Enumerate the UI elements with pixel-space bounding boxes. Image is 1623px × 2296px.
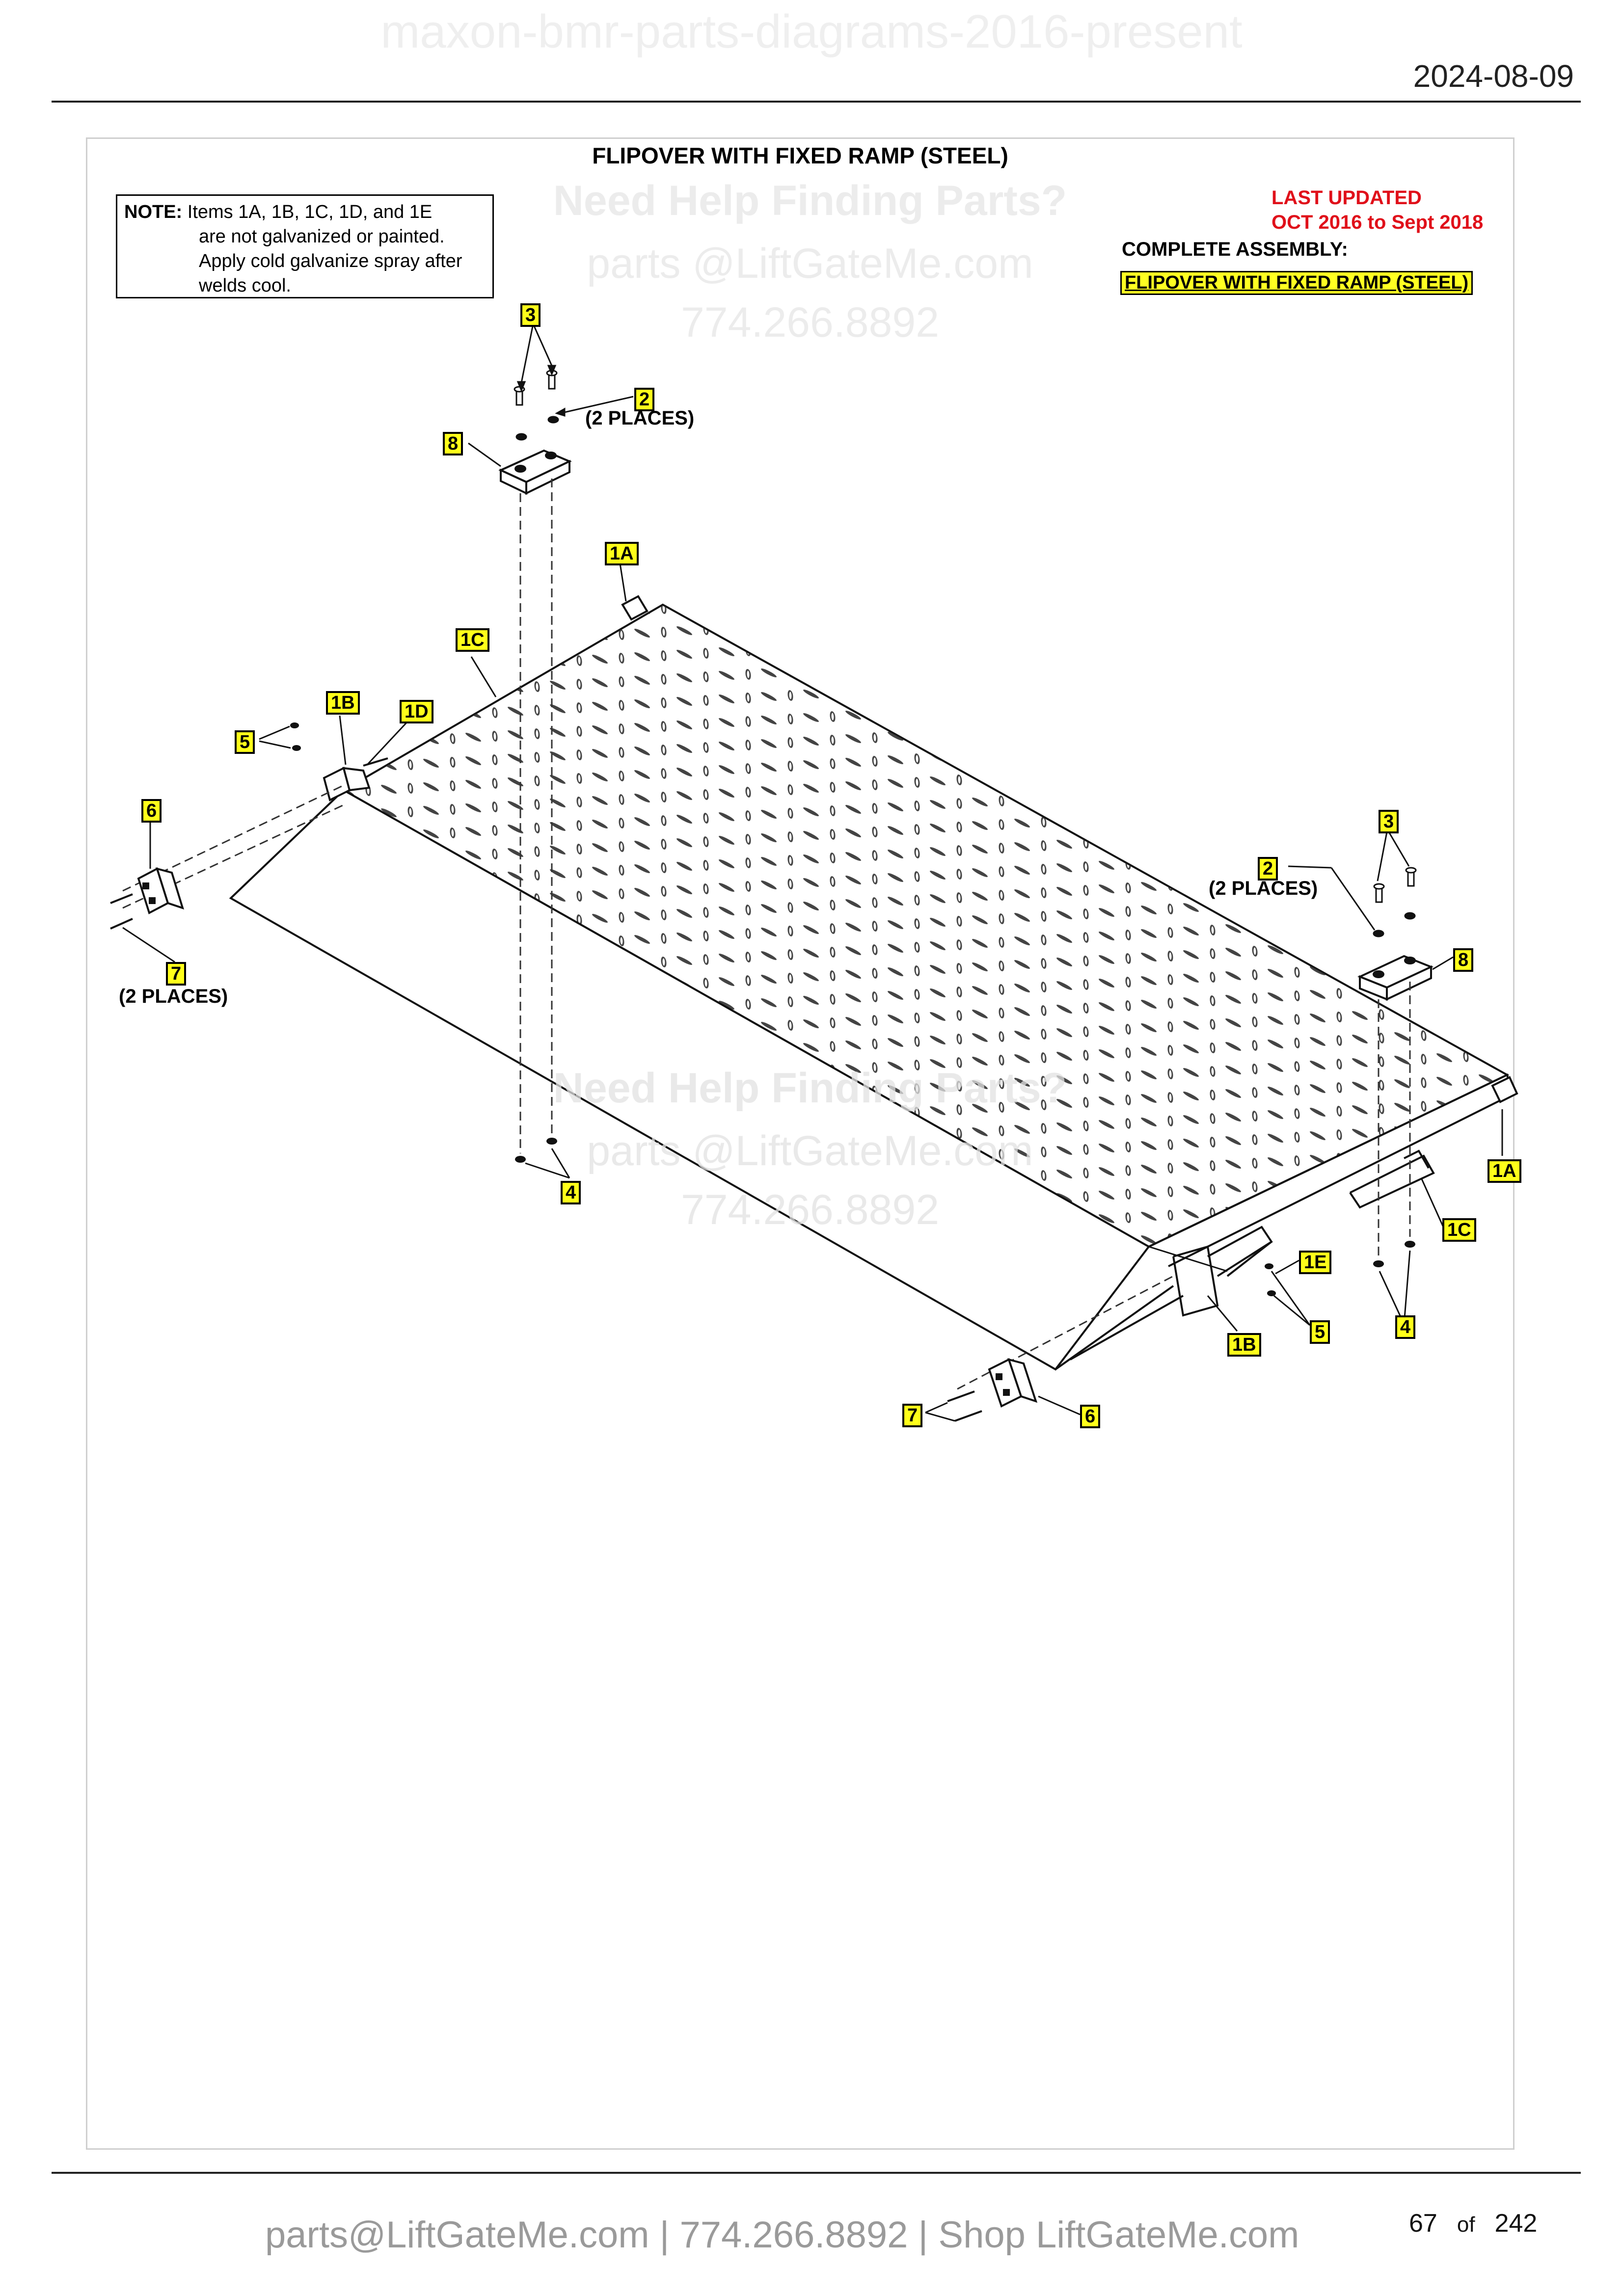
watermark-email-top: parts @LiftGateMe.com (587, 240, 1033, 287)
last-updated: LAST UPDATED OCT 2016 to Sept 2018 (1271, 186, 1483, 235)
nuts (515, 1138, 1415, 1267)
watermark-help-top: Need Help Finding Parts? (553, 177, 1067, 224)
callout-2-right: 2 (1258, 857, 1278, 881)
callout-4-right: 4 (1395, 1315, 1416, 1339)
last-updated-label: LAST UPDATED (1271, 187, 1422, 209)
left-hinge (323, 757, 388, 801)
diagram-title: FLIPOVER WITH FIXED RAMP (STEEL) (592, 143, 1008, 168)
hinge-block-right (988, 1358, 1038, 1408)
callout-2-left: 2 (634, 388, 655, 411)
note-line-4: welds cool. (199, 275, 291, 296)
callout-8-left: 8 (443, 432, 463, 455)
callout-1b-left: 1B (326, 691, 360, 715)
hinge-block-left (137, 867, 185, 914)
diagram-frame (86, 137, 1515, 2150)
watermark-phone-top: 774.266.8892 (680, 299, 940, 346)
watermark-help-mid: Need Help Finding Parts? (553, 1065, 1067, 1112)
watermark-phone-mid: 774.266.8892 (680, 1186, 940, 1233)
callout-5-right: 5 (1310, 1320, 1330, 1344)
footer-divider (52, 2172, 1581, 2174)
callout-3-right: 3 (1379, 810, 1399, 833)
places-7: (2 PLACES) (119, 986, 228, 1007)
callout-7-right: 7 (902, 1404, 923, 1427)
shaft-ends (621, 595, 1518, 1103)
note-label: NOTE: (124, 202, 183, 222)
callout-1c-right: 1C (1442, 1218, 1476, 1242)
note-line-1: NOTE: Items 1A, 1B, 1C, 1D, and 1E (124, 202, 432, 222)
note-text-1: Items 1A, 1B, 1C, 1D, and 1E (187, 202, 433, 222)
footer-contact: parts@LiftGateMe.com | 774.266.8892 | Sh… (265, 2214, 1299, 2256)
bolts-left (514, 370, 559, 441)
callout-1c-left: 1C (456, 628, 489, 652)
bolts-right (1373, 867, 1417, 937)
callout-4-left: 4 (561, 1181, 581, 1204)
page-total: 242 (1494, 2209, 1538, 2238)
last-updated-range: OCT 2016 to Sept 2018 (1271, 212, 1484, 233)
leader-lines (122, 323, 1503, 1422)
callout-6-left: 6 (141, 799, 162, 823)
page-indicator: 67 of 242 (1409, 2209, 1537, 2238)
places-2-left: (2 PLACES) (585, 407, 695, 429)
callout-1b-right: 1B (1227, 1333, 1261, 1357)
header-watermark: maxon-bmr-parts-diagrams-2016-present (380, 5, 1243, 58)
places-2-right: (2 PLACES) (1209, 878, 1318, 899)
note-line-2: are not galvanized or painted. (199, 226, 445, 247)
callout-1a-right: 1A (1488, 1159, 1521, 1183)
callout-8-right: 8 (1453, 948, 1474, 972)
top-plate-left (498, 449, 572, 495)
callout-1d: 1D (400, 700, 433, 723)
top-plate-right (1357, 955, 1434, 1001)
callout-1e: 1E (1299, 1251, 1332, 1274)
pins-left (110, 893, 133, 930)
watermark-email-mid: parts @LiftGateMe.com (587, 1127, 1033, 1175)
pins-right (947, 1390, 982, 1422)
callout-7-left: 7 (166, 962, 187, 986)
alignment-lines (122, 479, 1411, 1390)
header-date: 2024-08-09 (1413, 58, 1574, 94)
callout-5-left: 5 (235, 730, 255, 754)
page-of: of (1457, 2213, 1475, 2237)
complete-assembly-label: COMPLETE ASSEMBLY: (1122, 239, 1348, 260)
note-box: NOTE: Items 1A, 1B, 1C, 1D, and 1E are n… (116, 194, 494, 298)
screws (290, 722, 1276, 1296)
complete-assembly-value: FLIPOVER WITH FIXED RAMP (STEEL) (1120, 271, 1473, 295)
callout-6-right: 6 (1080, 1405, 1101, 1428)
page-number: 67 (1409, 2209, 1437, 2238)
callout-3-left: 3 (520, 303, 541, 327)
callout-1a-top: 1A (605, 542, 639, 565)
note-line-3: Apply cold galvanize spray after (199, 251, 462, 271)
header-divider (52, 101, 1581, 103)
